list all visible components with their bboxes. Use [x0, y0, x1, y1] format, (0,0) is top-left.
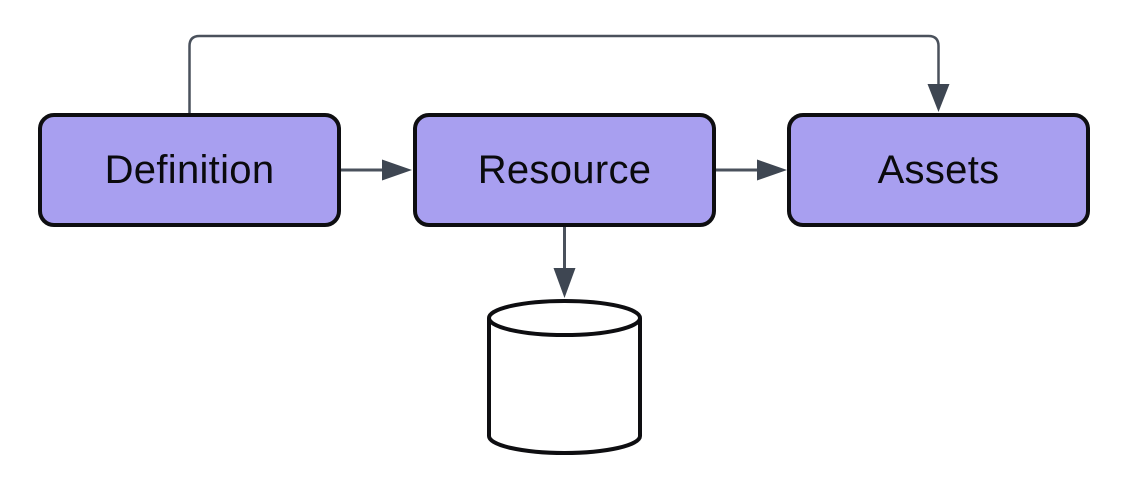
arrowhead-right-assets-icon: [757, 159, 787, 181]
arrowhead-down-database-icon: [553, 268, 576, 298]
cylinder-top: [487, 299, 642, 337]
arrowhead-right-resource-icon: [382, 159, 412, 181]
arrowhead-down-assets-icon: [927, 84, 950, 112]
node-resource-label: Resource: [477, 148, 652, 192]
node-assets-label: Assets: [877, 148, 1000, 192]
edge-definition-assets: [188, 34, 940, 114]
node-definition-label: Definition: [104, 148, 275, 192]
node-assets[interactable]: Assets: [787, 113, 1090, 227]
database-cylinder-shape[interactable]: [487, 299, 642, 455]
cylinder-body: [487, 318, 642, 455]
node-resource[interactable]: Resource: [413, 113, 716, 227]
node-definition[interactable]: Definition: [38, 113, 341, 227]
